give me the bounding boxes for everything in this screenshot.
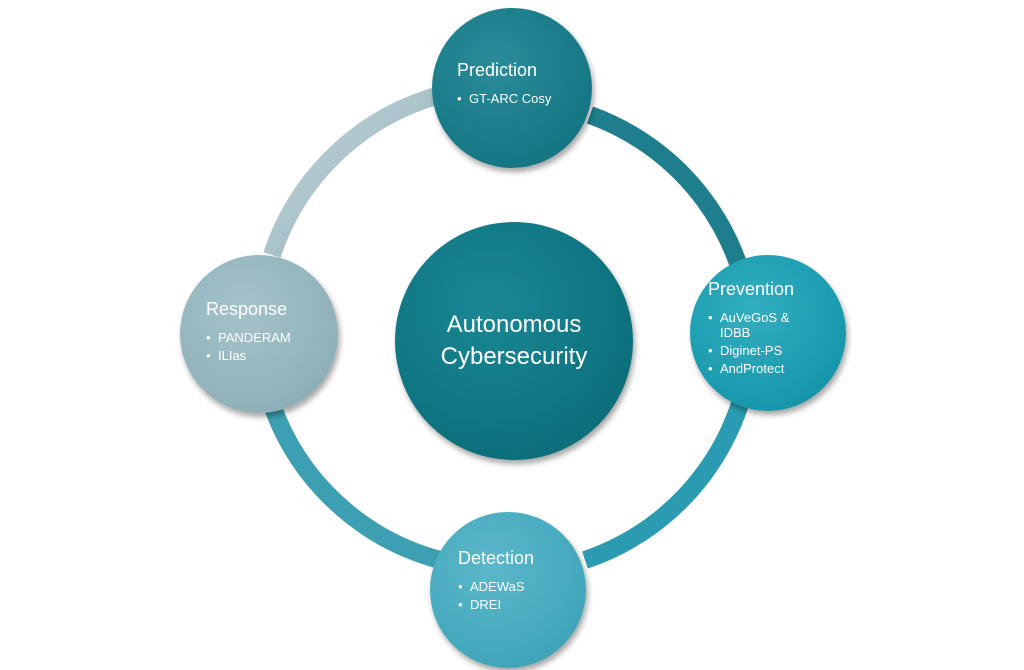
- prediction-list: GT-ARC Cosy: [457, 91, 592, 106]
- prevention-node: Prevention AuVeGoS & IDBB Diginet-PS And…: [690, 255, 846, 411]
- center-title-line1: Autonomous: [446, 311, 582, 338]
- detection-title: Detection: [458, 548, 535, 568]
- detection-item: DREI: [458, 597, 586, 612]
- response-title: Response: [206, 299, 288, 319]
- center-node: Autonomous Cybersecurity: [395, 222, 633, 460]
- ring-arc-upper-left: [263, 86, 443, 258]
- prevention-item: AndProtect: [708, 361, 818, 376]
- prediction-title: Prediction: [457, 60, 538, 80]
- detection-node: Detection ADEWaS DREI: [430, 512, 586, 668]
- response-item: ILIas: [206, 348, 338, 363]
- center-title-line2: Cybersecurity: [440, 343, 588, 370]
- ring-arc-lower-left: [263, 401, 443, 569]
- response-item: PANDERAM: [206, 330, 338, 345]
- response-list: PANDERAM ILIas: [206, 330, 338, 363]
- detection-item: ADEWaS: [458, 579, 586, 594]
- response-node: Response PANDERAM ILIas: [180, 255, 338, 413]
- prediction-node: Prediction GT-ARC Cosy: [432, 8, 592, 168]
- prevention-title: Prevention: [708, 279, 795, 299]
- prediction-item: GT-ARC Cosy: [457, 91, 592, 106]
- prevention-list: AuVeGoS & IDBB Diginet-PS AndProtect: [708, 310, 818, 376]
- prevention-item: Diginet-PS: [708, 343, 818, 358]
- detection-list: ADEWaS DREI: [458, 579, 586, 612]
- prevention-item: AuVeGoS & IDBB: [708, 310, 818, 340]
